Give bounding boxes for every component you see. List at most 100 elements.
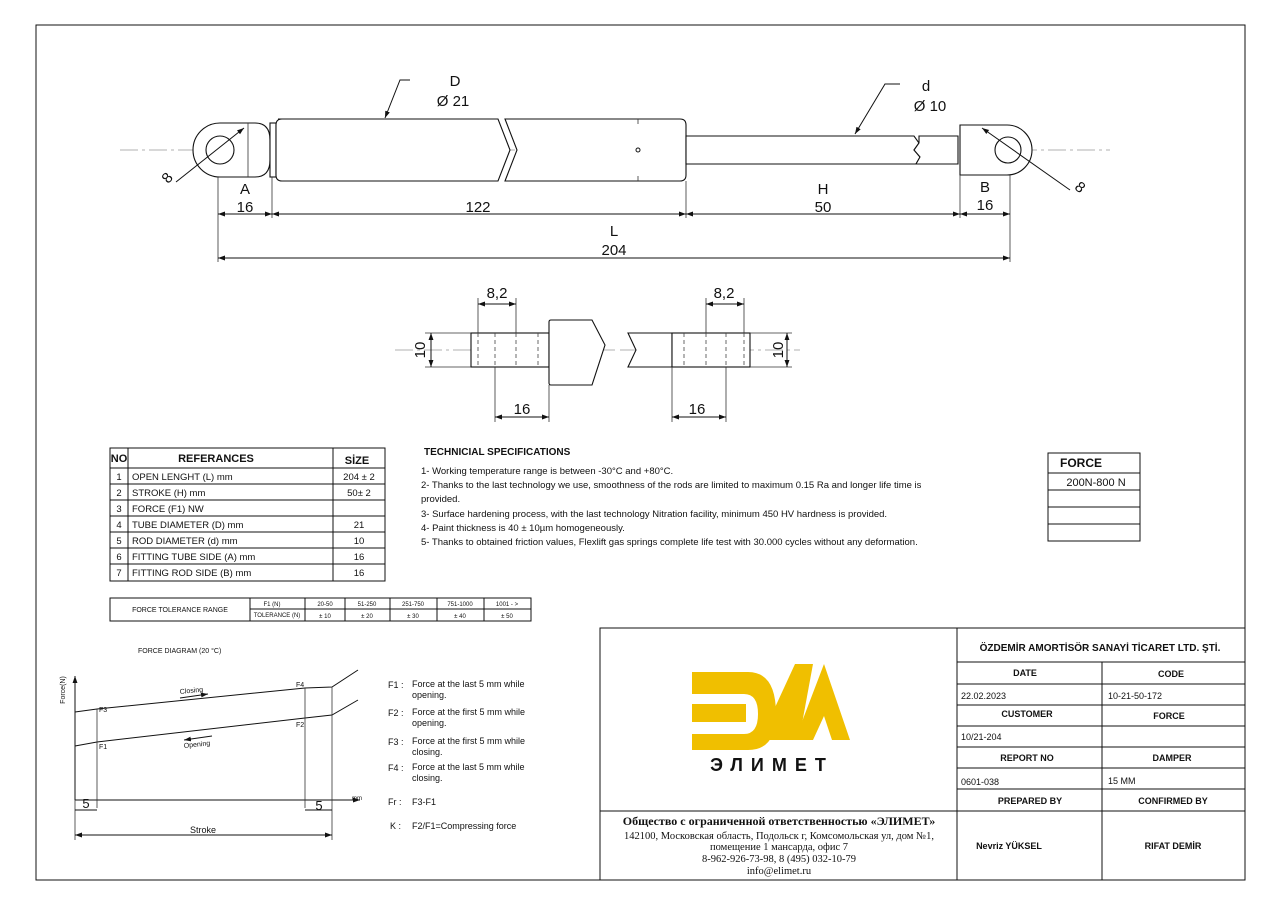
tolerance-range-cell: 251-750	[402, 602, 425, 608]
title-prepared: Nevriz YÜKSEL	[976, 841, 1042, 851]
title-code: 10-21-50-172	[1108, 691, 1162, 701]
label-H: H	[818, 181, 829, 198]
label-A: A	[240, 181, 250, 198]
right-fitting-length: 16	[689, 401, 706, 418]
diagram-stroke: Stroke	[190, 825, 216, 835]
force-box-title: FORCE	[1060, 456, 1102, 470]
dim-A: 16	[237, 199, 254, 216]
label-D: D	[450, 73, 461, 90]
left-eye-dimension: 8	[158, 169, 176, 186]
diagram-f3: F3	[99, 707, 107, 714]
tolerance-range-cell: 1001 - >	[496, 602, 519, 608]
company-block: ЭЛИМЕТ Общество с ограниченной ответстве…	[599, 627, 1246, 881]
title-damper: 15 MM	[1108, 776, 1136, 786]
title-date: 22.02.2023	[961, 691, 1006, 701]
dim-tube: 122	[465, 199, 490, 216]
ref-row-size: 21	[354, 520, 365, 531]
tech-spec-title: TECHNICIAL SPECIFICATIONS	[424, 447, 571, 458]
force-tolerance-table: FORCE TOLERANCE RANGE F1 (N) TOLERANCE (…	[109, 597, 532, 622]
tolerance-row-tol: TOLERANCE (N)	[254, 613, 301, 619]
tolerance-row-f1: F1 (N)	[264, 602, 281, 608]
diagram-closing-label: Closing	[179, 687, 203, 696]
legend-fr-key: Fr :	[388, 797, 402, 807]
force-box-value: 200N-800 N	[1066, 477, 1125, 489]
legend-f3-text2: closing.	[412, 747, 443, 757]
tolerance-value-cell: ± 20	[361, 614, 373, 620]
legend-f4-text2: closing.	[412, 773, 443, 783]
title-report: 0601-038	[961, 777, 999, 787]
tech-spec-line-4: 4- Paint thickness is 40 ± 10µm homogene…	[421, 523, 625, 534]
ref-header-references: REFERANCES	[178, 453, 254, 465]
ref-header-no: NO	[111, 453, 128, 465]
title-customer-label: CUSTOMER	[1001, 709, 1053, 719]
legend-f3-text: Force at the first 5 mm while	[412, 736, 525, 746]
ref-row-no: 1	[116, 472, 121, 483]
tech-spec-line-2b: provided.	[421, 494, 460, 505]
ref-row-no: 7	[116, 568, 121, 579]
title-code-label: CODE	[1158, 669, 1184, 679]
fitting-detail-right: 8,2 10 16	[620, 285, 800, 422]
references-table: NO REFERANCES SİZE 1 OPEN LENGHT (L) mm 20…	[109, 447, 386, 582]
diagram-y-label: Force(N)	[60, 676, 67, 704]
diagram-f2: F2	[296, 722, 304, 729]
ref-header-size: SİZE	[345, 454, 369, 467]
title-confirmed-label: CONFIRMED BY	[1138, 796, 1208, 806]
label-B: B	[980, 179, 990, 196]
title-confirmed: RIFAT DEMİR	[1145, 841, 1202, 851]
label-D-diameter: Ø 21	[437, 93, 470, 110]
right-fitting-width: 8,2	[714, 285, 735, 302]
legend-f2-text: Force at the first 5 mm while	[412, 707, 525, 717]
ref-row-no: 2	[116, 488, 121, 499]
title-block: ÖZDEMİR AMORTİSÖR SANAYİ TİCARET LTD. ŞT…	[957, 641, 1245, 880]
ref-row-size: 50± 2	[347, 488, 371, 499]
tolerance-value-cell: ± 30	[407, 614, 419, 620]
force-diagram-title: FORCE DIAGRAM (20 °C)	[138, 647, 221, 655]
tolerance-range-cell: 51-250	[358, 602, 377, 608]
ref-row-no: 3	[116, 504, 121, 515]
ref-row-size: 10	[354, 536, 365, 547]
tolerance-value-cell: ± 40	[454, 614, 466, 620]
tolerance-value-cell: ± 50	[501, 614, 513, 620]
tech-spec-line-5: 5- Thanks to obtained friction values, F…	[421, 537, 918, 548]
diagram-opening-label: Opening	[183, 740, 210, 750]
right-eye-dimension: 8	[1071, 178, 1088, 196]
ref-row-size: 204 ± 2	[343, 472, 375, 483]
legend-f2-text2: opening.	[412, 718, 447, 728]
ref-row-reference: OPEN LENGHT (L) mm	[132, 472, 233, 483]
force-diagram: FORCE DIAGRAM (20 °C) Force(N) mm Closin…	[60, 647, 362, 840]
title-force-label: FORCE	[1153, 711, 1185, 721]
diagram-x-unit: mm	[352, 796, 362, 802]
ref-row-reference: ROD DIAMETER (d) mm	[132, 536, 238, 547]
legend-f2-key: F2 :	[388, 708, 404, 718]
dim-L: 204	[601, 242, 626, 259]
label-d-diameter: Ø 10	[914, 98, 947, 115]
diagram-five-left: 5	[82, 796, 89, 811]
company-address-1: 142100, Московская область, Подольск г, …	[624, 831, 934, 842]
dim-H: 50	[815, 199, 832, 216]
gas-spring-side-view: D Ø 21 d Ø 10 8 8 A 16 122 H 50 B 16 L 2…	[120, 73, 1110, 262]
right-fitting-height: 10	[770, 342, 787, 359]
left-fitting-length: 16	[514, 401, 531, 418]
left-fitting-height: 10	[412, 342, 429, 359]
legend-f1-key: F1 :	[388, 680, 404, 690]
company-email: info@elimet.ru	[747, 866, 812, 877]
label-L: L	[610, 223, 618, 240]
ref-row-reference: TUBE DIAMETER (D) mm	[132, 520, 243, 531]
logo-text: ЭЛИМЕТ	[710, 755, 834, 775]
title-block-company: ÖZDEMİR AMORTİSÖR SANAYİ TİCARET LTD. ŞT…	[980, 641, 1221, 654]
legend-f3-key: F3 :	[388, 737, 404, 747]
tech-spec-line-1: 1- Working temperature range is between …	[421, 466, 673, 477]
fitting-detail-left: 8,2 10 16	[395, 285, 615, 422]
force-box: FORCE 200N-800 N	[1047, 452, 1141, 542]
tolerance-range-cell: 20-50	[317, 602, 333, 608]
tolerance-value-cell: ± 10	[319, 614, 331, 620]
ref-row-reference: FITTING ROD SIDE (B) mm	[132, 568, 251, 579]
ref-row-no: 6	[116, 552, 121, 563]
diagram-f1: F1	[99, 744, 107, 751]
company-address-2: помещение 1 мансарда, офис 7	[710, 842, 848, 853]
ref-row-reference: FITTING TUBE SIDE (A) mm	[132, 552, 255, 563]
company-name: Общество с ограниченной ответственностью…	[623, 814, 936, 828]
tolerance-label: FORCE TOLERANCE RANGE	[132, 607, 228, 614]
diagram-f4: F4	[296, 682, 304, 689]
